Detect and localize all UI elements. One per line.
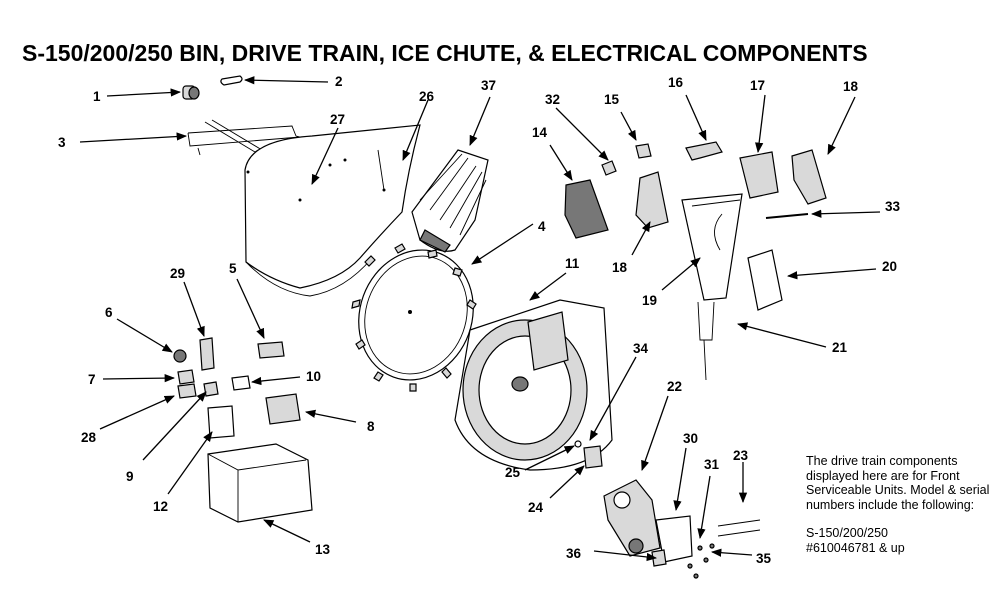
callout-36: 36 [566,546,582,561]
callout-33: 33 [885,199,901,214]
callout-19: 19 [642,293,657,308]
callout-32: 32 [545,92,560,107]
callout-23: 23 [733,448,749,463]
callout-2: 2 [335,74,343,89]
callout-14: 14 [532,125,548,140]
part-drive-wheel [351,243,477,392]
callout-21: 21 [832,340,848,355]
part-25 [574,440,582,448]
callout-16: 16 [668,75,684,90]
part-clip [220,75,243,86]
part-29 [199,337,215,371]
part-18-left [635,171,669,229]
note-serial: #610046781 & up [806,540,905,555]
callout-37: 37 [481,78,496,93]
callout-10: 10 [306,369,321,384]
callout-12: 12 [153,499,168,514]
part-5 [257,341,285,359]
callout-18a: 18 [612,260,628,275]
part-9 [203,381,219,397]
part-10 [231,375,251,391]
part-rod [187,119,301,156]
leader-lines [79,76,881,562]
part-30 [655,515,693,563]
part-16 [685,141,723,161]
part-pin [765,213,809,219]
callout-3: 3 [58,135,66,150]
part-18-right [791,149,827,205]
part-bracket-14 [564,179,609,239]
part-15 [635,143,652,159]
callout-27: 27 [330,112,345,127]
callout-35: 35 [756,551,772,566]
part-24 [583,445,603,469]
part-8 [265,393,301,425]
callout-26: 26 [419,89,435,104]
part-bin-panel [244,124,421,297]
callout-labels: 1 2 3 4 5 6 7 8 9 10 11 12 13 14 15 16 1… [58,74,901,566]
callout-8: 8 [367,419,375,434]
part-screws [687,543,715,579]
callout-7: 7 [88,372,96,387]
part-chute-grid [411,149,489,253]
part-23 [717,519,761,537]
callout-15: 15 [604,92,620,107]
part-auger-housing [454,299,613,471]
callout-29: 29 [170,266,185,281]
part-6 [173,349,187,363]
part-knob [182,85,200,100]
callout-11: 11 [565,256,580,271]
callout-5: 5 [229,261,237,276]
callout-13: 13 [315,542,331,557]
note-model: S-150/200/250 [806,526,889,540]
part-7 [177,369,195,385]
callout-9: 9 [126,469,134,484]
callout-28: 28 [81,430,97,445]
part-32 [601,160,617,176]
callout-22: 22 [667,379,682,394]
callout-4: 4 [538,219,546,234]
part-electrical-box [207,443,313,523]
callout-17: 17 [750,78,765,93]
part-17 [739,151,779,199]
note-paragraph: The drive train components displayed her… [806,454,990,512]
part-drive-motor [603,479,661,557]
callout-1: 1 [93,89,101,104]
callout-6: 6 [105,305,113,320]
callout-30: 30 [683,431,698,446]
callout-34: 34 [633,341,649,356]
part-ice-chute [681,193,743,301]
part-21 [697,301,715,381]
part-20 [747,249,783,311]
callout-25: 25 [505,465,521,480]
page-title: S-150/200/250 BIN, DRIVE TRAIN, ICE CHUT… [22,40,868,66]
front-serviceable-note: The drive train components displayed her… [806,454,996,555]
callout-31: 31 [704,457,720,472]
part-12 [207,405,235,439]
callout-24: 24 [528,500,544,515]
callout-20: 20 [882,259,897,274]
part-28 [177,383,197,399]
callout-18b: 18 [843,79,859,94]
